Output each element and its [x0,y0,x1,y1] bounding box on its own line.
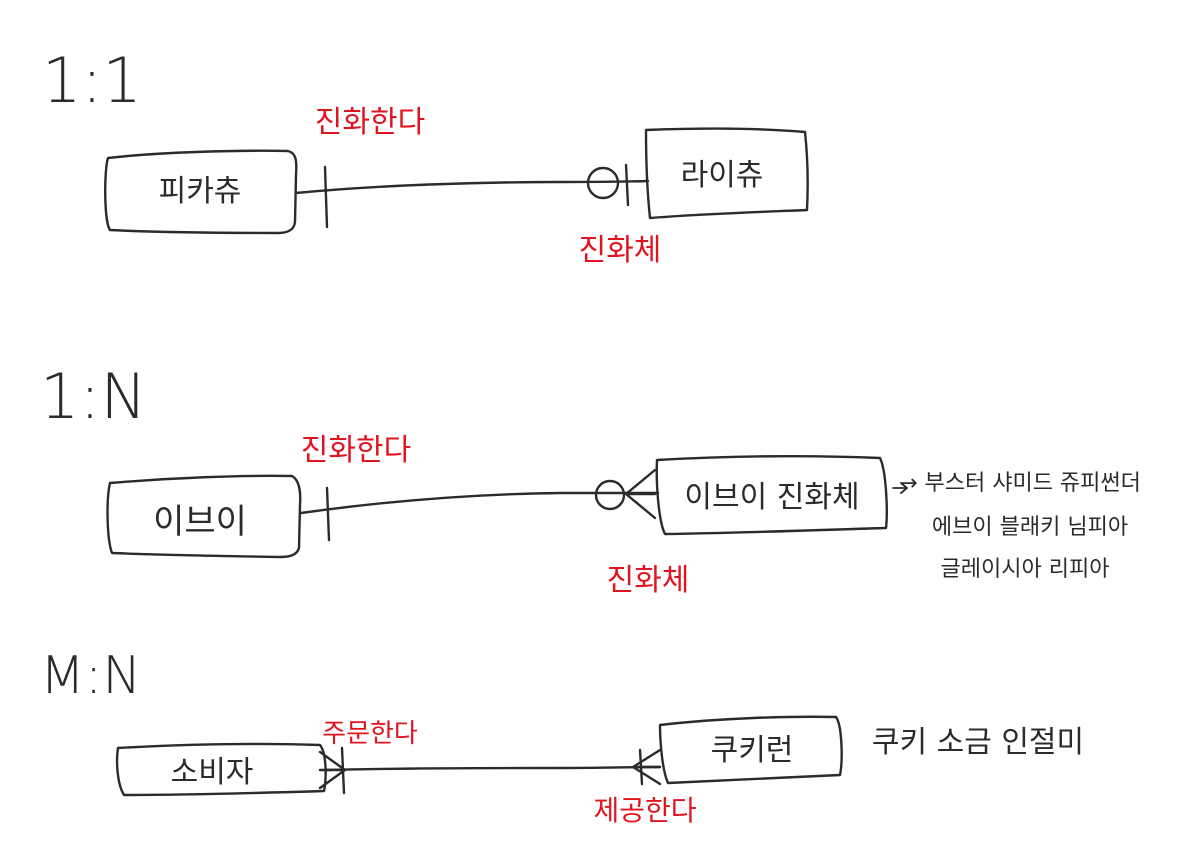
cardinality-bar-right [638,748,644,786]
entity-box-left [104,149,298,235]
cardinality-crows-foot-right [631,748,662,786]
relationship-label-bottom: 진화체 [579,233,662,268]
cardinality-one-bar-right [624,163,630,207]
note-arrow [892,482,908,494]
entity-label-left: 피카츄 [159,174,242,209]
relationship-label-top: 진화한다 [301,433,411,468]
entity-label-right: 쿠키런 [711,733,794,768]
relationship-label-bottom: 제공한다 [593,794,696,827]
section-one-to-many: 1:N 이브이 이브이 진화체 진화한다 진화체 → 부스터 샤미드 쥬피썬더 … [40,360,1141,598]
relationship-line [324,765,662,772]
relationship-line [294,179,650,195]
entity-box-left [115,742,327,797]
entity-label-right: 라이츄 [681,158,764,193]
entity-box-right [644,127,809,220]
section-header: M:N [40,646,141,706]
cardinality-crows-foot [624,468,657,520]
relationship-line [299,491,660,515]
cardinality-zero-circle [586,166,620,200]
cardinality-crows-foot-left [318,750,347,790]
section-one-to-one: 1:1 피카츄 라이츄 진화한다 진화체 [42,44,809,268]
relationship-label-bottom: 진화체 [607,563,690,598]
cardinality-zero-circle [594,479,626,511]
section-many-to-many: M:N 소비자 쿠키런 주문한다 제공한다 쿠키 소금 인절미 [40,646,1084,827]
relationship-label-top: 주문한다 [322,719,418,749]
section-header: 1:1 [42,44,142,117]
entity-box-right [658,715,843,785]
entity-box-left [106,474,302,559]
cardinality-one-bar [325,486,331,542]
note-line: → 부스터 샤미드 쥬피썬더 [899,471,1141,496]
note-line: 쿠키 소금 인절미 [872,725,1084,760]
cardinality-one-bar [323,165,329,229]
entity-label-right: 이브이 진화체 [684,480,859,515]
section-header: 1:N [40,360,147,433]
note-line: 글레이시아 리피아 [941,557,1110,582]
entity-label-left: 이브이 [153,502,247,542]
relationship-label-top: 진화한다 [315,105,425,140]
note-line: 에브이 블래키 님피아 [932,515,1128,540]
cardinality-bar-left [340,746,346,795]
entity-label-left: 소비자 [171,755,254,790]
entity-box-right [655,455,888,536]
